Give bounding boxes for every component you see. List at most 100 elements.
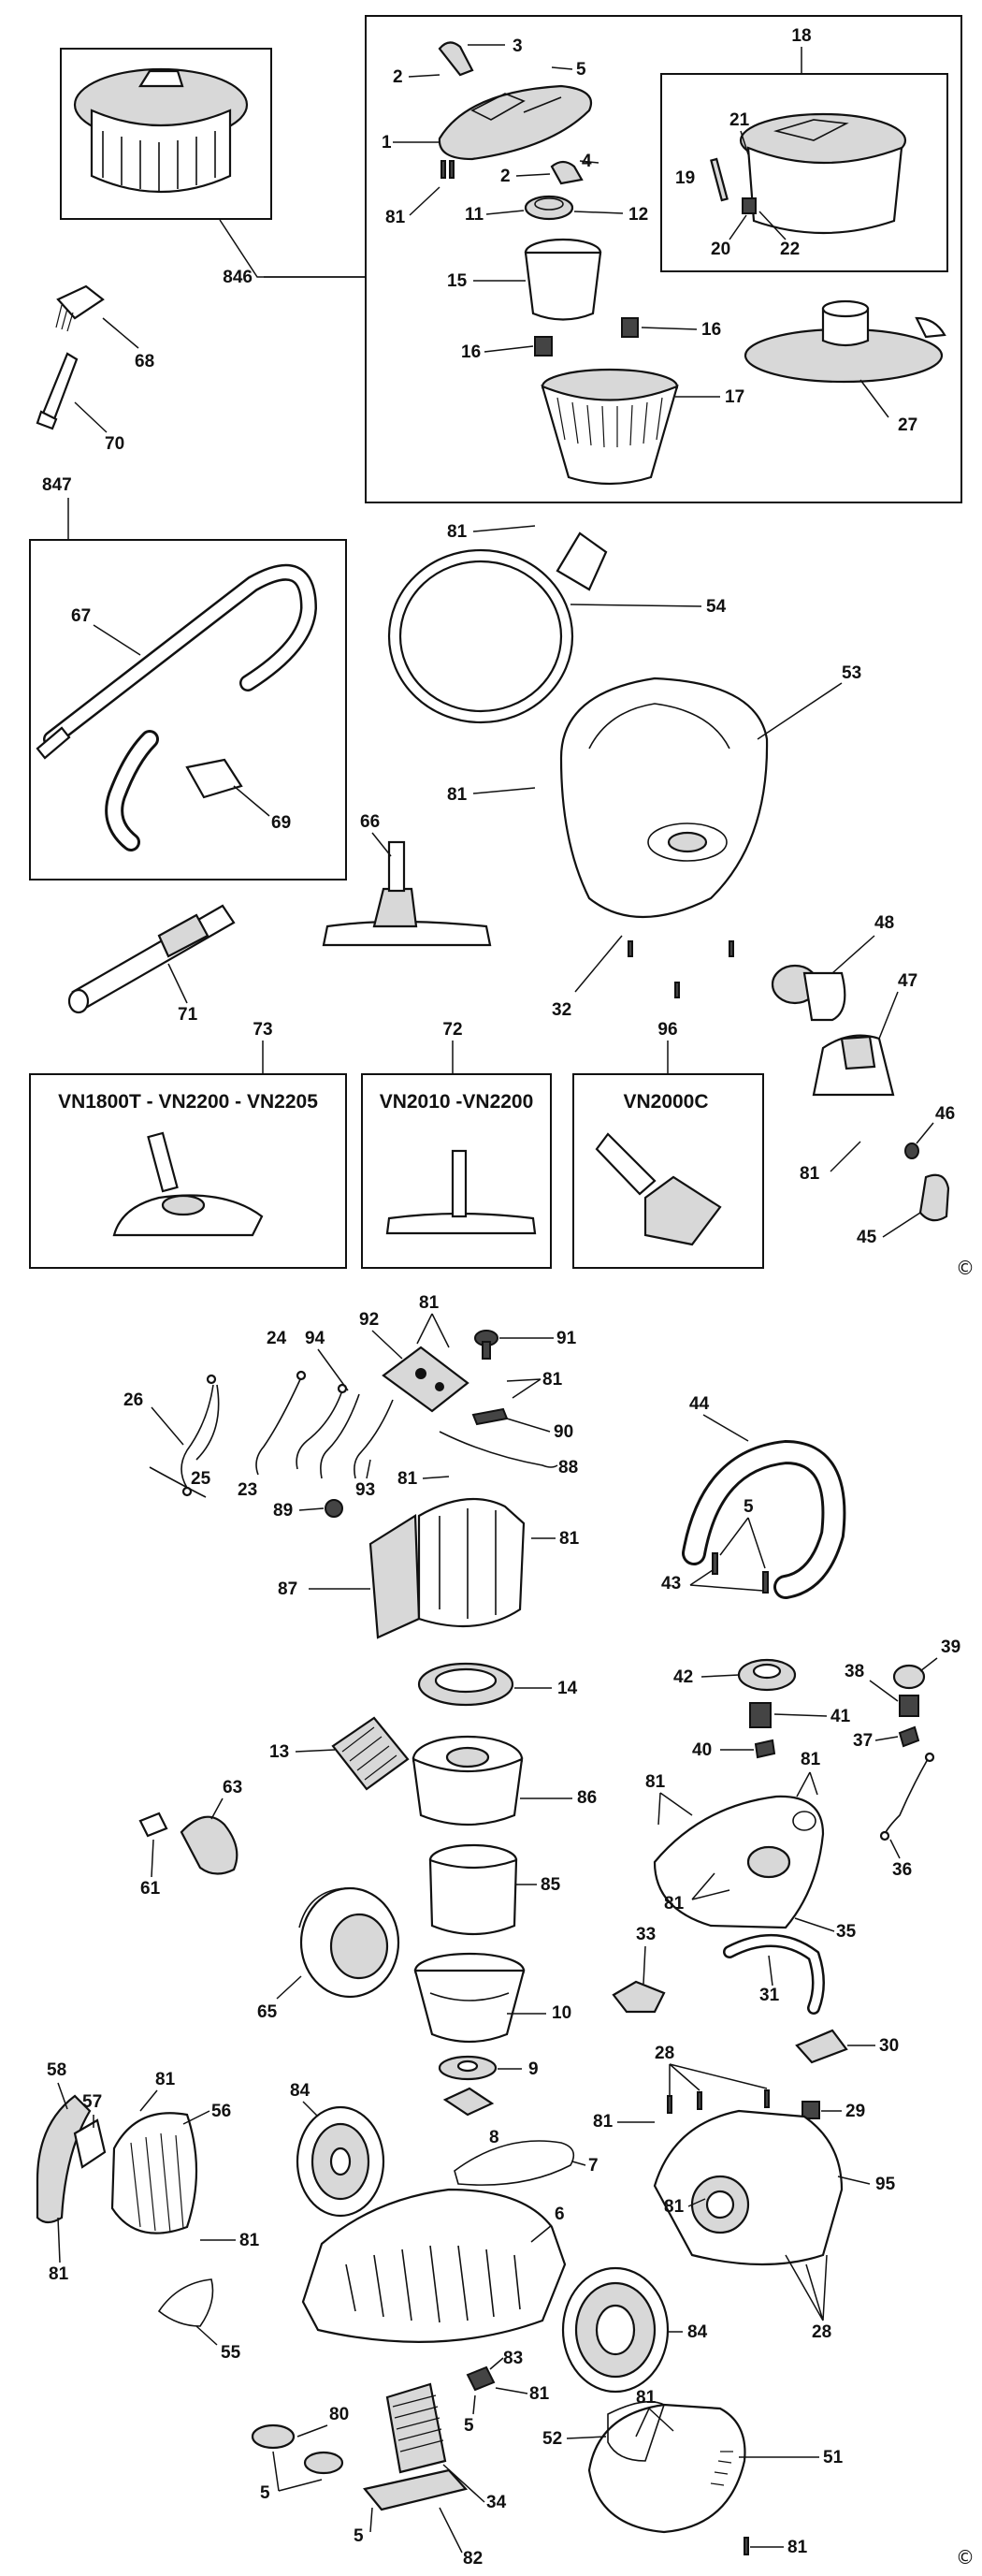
callout-2-mid: 2 xyxy=(500,167,511,186)
callout-81-35a: 81 xyxy=(645,1772,666,1792)
variant-box-96 xyxy=(572,1073,764,1269)
caster-80 xyxy=(251,2423,344,2475)
callout-10: 10 xyxy=(552,2003,571,2023)
copyright-top: © xyxy=(956,1257,975,1279)
callout-32: 32 xyxy=(552,1000,571,1020)
dusting-brush-68 xyxy=(55,284,105,332)
callout-14: 14 xyxy=(557,1679,578,1698)
motor-housing-53 xyxy=(559,677,769,918)
crevice-tool-70 xyxy=(36,352,79,430)
cyclone-bowl-10 xyxy=(413,1952,526,2044)
callout-16-right: 16 xyxy=(701,320,721,340)
filter-pleat-56 xyxy=(110,2112,198,2234)
grille-filter-13 xyxy=(331,1716,410,1791)
clip-33 xyxy=(612,1980,666,2014)
variant-vn2000c-label: VN2000C xyxy=(623,1091,708,1113)
callout-5-83: 5 xyxy=(464,2416,474,2436)
callout-5-top: 5 xyxy=(576,60,586,80)
callout-24: 24 xyxy=(267,1329,287,1348)
callout-81-95b: 81 xyxy=(664,2197,685,2217)
callout-46: 46 xyxy=(935,1104,955,1124)
clip-40 xyxy=(754,1739,776,1759)
callout-47: 47 xyxy=(898,971,917,991)
base-plate-82 xyxy=(363,2468,469,2511)
callout-67: 67 xyxy=(71,606,91,626)
callout-25: 25 xyxy=(191,1469,211,1489)
callout-17: 17 xyxy=(725,387,744,407)
hose-67 xyxy=(36,563,318,851)
callout-81-51a: 81 xyxy=(636,2388,657,2408)
callout-72: 72 xyxy=(442,1020,462,1040)
callout-11: 11 xyxy=(465,205,484,225)
hose-inlet-58 xyxy=(36,2094,92,2224)
callout-48: 48 xyxy=(874,913,894,933)
pcb-92 xyxy=(382,1346,469,1413)
filter-15 xyxy=(524,238,602,321)
callout-68: 68 xyxy=(135,352,154,371)
callout-94: 94 xyxy=(305,1329,325,1348)
screws-81-top xyxy=(440,160,455,179)
latch-37 xyxy=(898,1725,920,1748)
variant-vn2010-label: VN2010 -VN2200 xyxy=(380,1091,534,1113)
callout-6: 6 xyxy=(555,2205,565,2224)
callout-16-left: 16 xyxy=(461,342,481,362)
callout-81-95a: 81 xyxy=(593,2112,614,2132)
callout-12: 12 xyxy=(628,205,648,225)
callout-83: 83 xyxy=(503,2349,523,2368)
callout-81-58: 81 xyxy=(49,2264,69,2284)
callout-33: 33 xyxy=(636,1925,656,1944)
clip-16-right xyxy=(621,317,639,338)
callout-1: 1 xyxy=(382,133,392,153)
callout-63: 63 xyxy=(223,1778,242,1797)
callout-13: 13 xyxy=(269,1742,289,1762)
callout-54: 54 xyxy=(706,597,727,617)
wheel-cap-48 xyxy=(771,964,846,1022)
callout-81-56b: 81 xyxy=(239,2231,260,2250)
callout-38: 38 xyxy=(845,1662,864,1681)
callout-34: 34 xyxy=(486,2493,507,2512)
callout-40: 40 xyxy=(692,1740,712,1760)
filter-cartridge-assembly xyxy=(73,67,249,193)
wheel-84-right xyxy=(561,2266,670,2394)
spring-41 xyxy=(749,1702,772,1728)
callout-87: 87 xyxy=(278,1579,297,1599)
copyright-bottom: © xyxy=(956,2546,975,2569)
callout-41: 41 xyxy=(830,1707,851,1726)
mini-turbo-96 xyxy=(595,1132,722,1246)
bracket-90 xyxy=(471,1407,509,1426)
callout-20: 20 xyxy=(711,240,730,259)
callout-80: 80 xyxy=(329,2405,349,2424)
gasket-7 xyxy=(454,2140,575,2186)
extension-tube-71 xyxy=(67,904,236,1014)
callout-36: 36 xyxy=(892,1860,912,1880)
callout-95: 95 xyxy=(875,2175,896,2194)
callout-39: 39 xyxy=(941,1637,960,1657)
washer-46 xyxy=(904,1142,919,1159)
motor-86 xyxy=(412,1735,524,1826)
callout-847: 847 xyxy=(42,475,72,495)
callout-81-35c: 81 xyxy=(664,1894,685,1914)
callout-81-housing: 81 xyxy=(447,785,468,805)
seal-ring-14 xyxy=(417,1662,514,1707)
hose-clip-69 xyxy=(185,758,243,799)
handle-grip-63 xyxy=(180,1815,238,1875)
chassis-base-6 xyxy=(301,2188,567,2343)
button-61 xyxy=(138,1812,168,1838)
callout-51: 51 xyxy=(823,2448,844,2467)
callout-61: 61 xyxy=(140,1879,161,1899)
callout-8: 8 xyxy=(489,2128,499,2147)
callout-29: 29 xyxy=(845,2102,865,2121)
callout-90: 90 xyxy=(554,1422,573,1442)
callout-82: 82 xyxy=(463,2549,483,2569)
callout-23: 23 xyxy=(238,1480,257,1500)
callout-85: 85 xyxy=(541,1875,561,1895)
callout-18: 18 xyxy=(791,26,811,46)
variant-box-72 xyxy=(361,1073,552,1269)
filter-housing-17 xyxy=(541,368,679,486)
callout-22: 22 xyxy=(780,240,800,259)
variant-box-73 xyxy=(29,1073,347,1269)
filter-housing-65 xyxy=(298,1886,400,1999)
callout-45: 45 xyxy=(857,1228,877,1247)
callout-37: 37 xyxy=(853,1731,873,1751)
floor-tool-66 xyxy=(322,840,492,947)
